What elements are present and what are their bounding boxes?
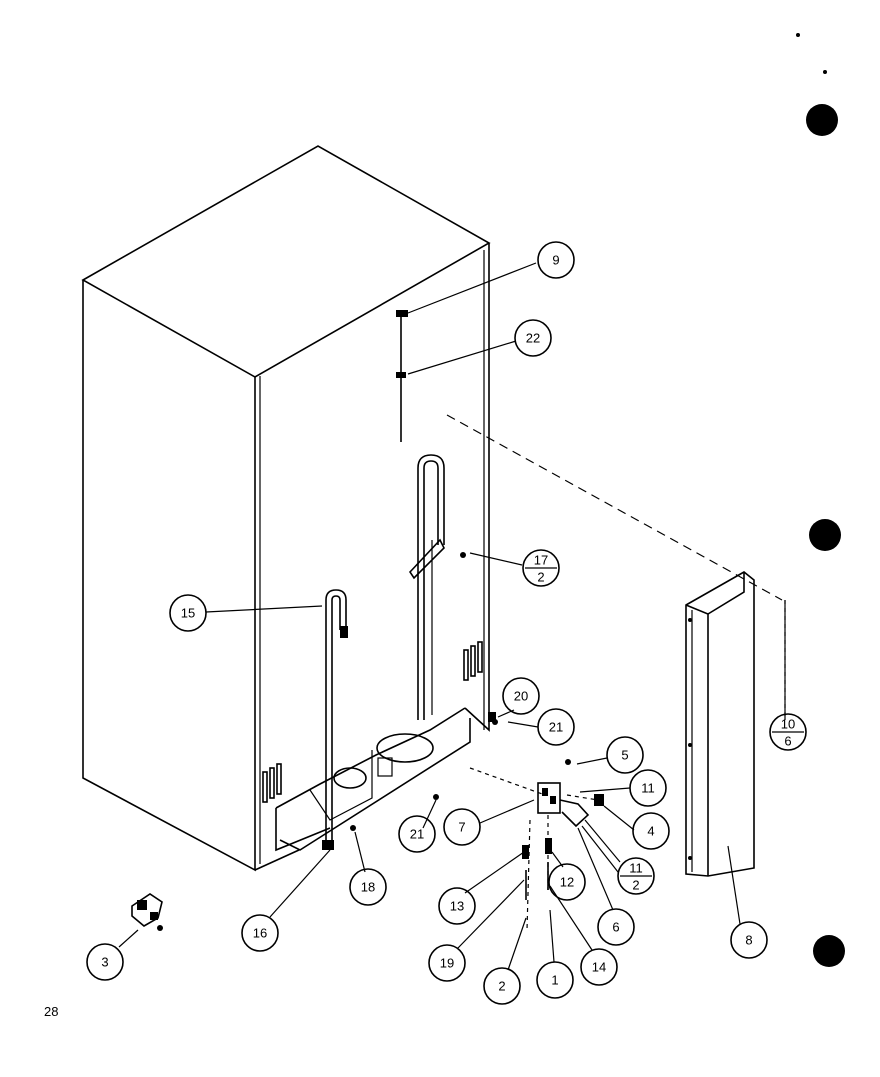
callout-16: 16	[241, 914, 279, 952]
page-number: 28	[44, 1004, 58, 1019]
callout-22: 22	[514, 319, 552, 357]
callout-label-den: 6	[784, 734, 791, 749]
callout-14: 14	[580, 948, 618, 986]
callout-label-num: 11	[629, 861, 643, 876]
callout-9: 9	[537, 241, 575, 279]
callout-21: 21	[537, 708, 575, 746]
part-3-fitting	[131, 893, 163, 931]
callout-11-2: 112	[617, 857, 655, 895]
back-panel	[685, 571, 755, 877]
callout-label: 9	[552, 253, 559, 268]
callout-label: 22	[526, 331, 540, 346]
callout-12: 12	[548, 863, 586, 901]
callout-7: 7	[443, 808, 481, 846]
callout-label-num: 17	[534, 553, 548, 568]
callout-label: 20	[514, 689, 528, 704]
callout-6: 6	[597, 908, 635, 946]
callout-label: 1	[551, 973, 558, 988]
callout-18: 18	[349, 868, 387, 906]
callout-20: 20	[502, 677, 540, 715]
callout-11: 11	[629, 769, 667, 807]
callout-label: 5	[621, 748, 628, 763]
callout-21: 21	[398, 815, 436, 853]
callout-label: 12	[560, 875, 574, 890]
callout-label: 8	[745, 933, 752, 948]
leader-lines	[118, 262, 786, 971]
callout-13: 13	[438, 887, 476, 925]
punch-hole	[813, 935, 845, 967]
callout-label: 19	[440, 956, 454, 971]
punch-hole	[809, 519, 841, 551]
callout-label-num: 10	[781, 717, 795, 732]
callout-3: 3	[86, 943, 124, 981]
callout-label: 16	[253, 926, 267, 941]
callout-label: 7	[458, 820, 465, 835]
callout-label-den: 2	[632, 878, 639, 893]
callout-5: 5	[606, 736, 644, 774]
callout-label: 18	[361, 880, 375, 895]
callout-2: 2	[483, 967, 521, 1005]
callout-15: 15	[169, 594, 207, 632]
speck	[823, 70, 827, 74]
callout-17-2: 172	[522, 549, 560, 587]
speck	[796, 33, 800, 37]
water-valve-assembly	[488, 712, 604, 900]
callout-label: 14	[592, 960, 606, 975]
callout-label: 15	[181, 606, 195, 621]
refrigerator-cabinet	[81, 145, 491, 872]
callout-8: 8	[730, 921, 768, 959]
callout-label: 4	[647, 824, 654, 839]
callout-1: 1	[536, 961, 574, 999]
callout-10-6: 106	[769, 713, 807, 751]
callout-label: 13	[450, 899, 464, 914]
callout-label-den: 2	[537, 570, 544, 585]
callout-label: 6	[612, 920, 619, 935]
callout-4: 4	[632, 812, 670, 850]
callout-19: 19	[428, 944, 466, 982]
callout-label: 2	[498, 979, 505, 994]
callout-label: 11	[641, 781, 655, 796]
punch-hole	[806, 104, 838, 136]
callout-label: 3	[101, 955, 108, 970]
callout-label: 21	[549, 720, 563, 735]
callout-label: 21	[410, 827, 424, 842]
